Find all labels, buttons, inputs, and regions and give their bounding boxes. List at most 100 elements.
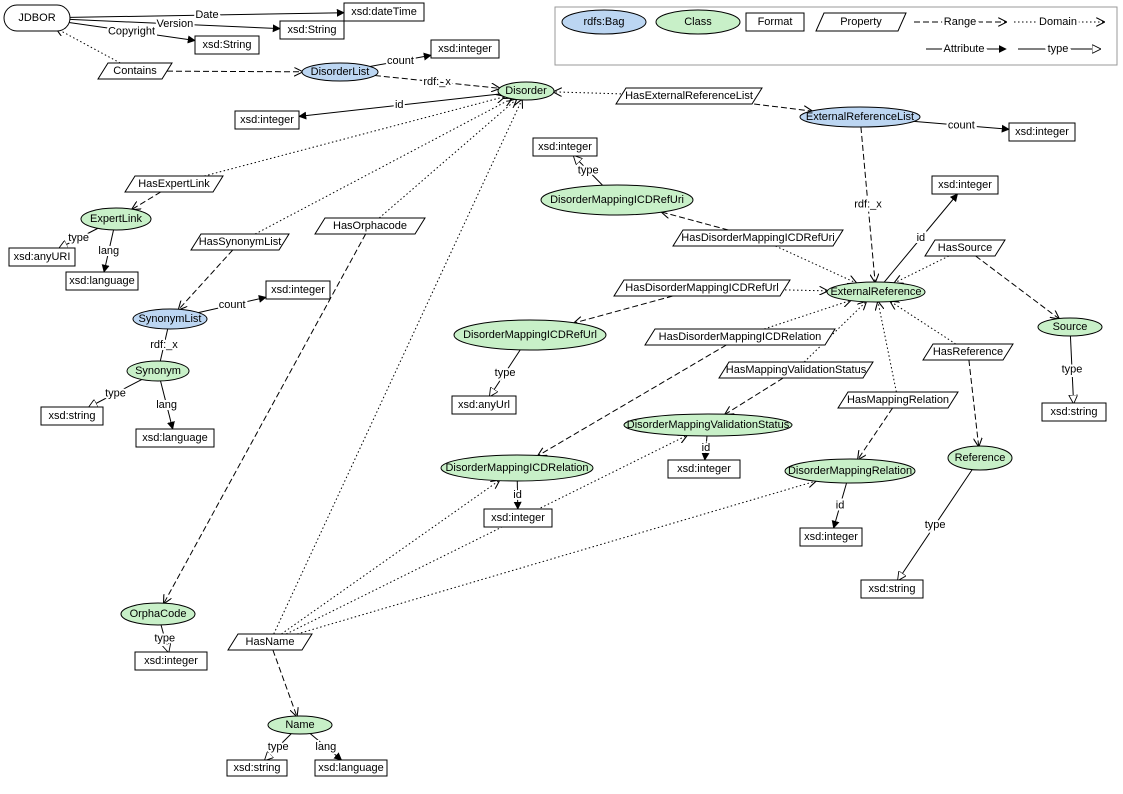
node-format: xsd:integer [799,527,863,547]
node-label-hasmvstatus: HasMappingValidationStatus [726,364,867,376]
legend-property-label: Property [840,16,882,28]
edge-label: rdf:_x [854,199,882,211]
edge-label: type [268,741,289,753]
edge-label: rdf:_x [150,339,178,351]
node-start: JDBOR [3,4,71,32]
node-label-xsd-anyuri: xsd:anyURI [14,251,71,263]
edge-attribute [67,21,196,44]
node-label-xsd-int-icdrel: xsd:integer [491,512,545,524]
edge-domain [378,99,516,219]
node-format: xsd:integer [931,175,999,195]
node-shape-disorderlist [301,62,379,82]
node-label-xsd-int-vs: xsd:integer [677,463,731,475]
node-format: xsd:anyUrl [451,395,517,415]
edge-domain [878,302,897,393]
node-label-hasdmurl: HasDisorderMappingICDRefUrl [625,282,778,294]
edge-attribute [913,120,1010,133]
node-label-hassynonymlist: HasSynonymList [199,236,282,248]
node-shape-xsd-int-uritype [532,137,598,157]
edge-label: lang [156,399,177,411]
edge-domain [204,97,504,177]
edge-type [574,156,603,186]
edge-range [374,75,499,89]
node-label-disorder: Disorder [505,85,547,97]
node-shape-contains [97,62,173,80]
edge-range [272,649,297,716]
edge-range [754,103,812,111]
legend-bag-label: rdfs:Bag [584,16,625,28]
node-class: OrphaCode [120,602,196,626]
edge-range [132,191,162,209]
edge-label: type [105,387,126,399]
node-class: Name [267,715,333,735]
node-format: xsd:language [65,271,139,291]
node-format: xsd:integer [430,39,500,59]
node-property: HasExternalReferenceList [615,87,763,105]
node-shape-externalreferencelist [799,106,921,128]
legend-bag-swatch [561,9,647,35]
edge-label: id [702,442,711,454]
node-shape-reference [947,445,1013,471]
legend-attribute-label: Attribute [944,43,985,55]
node-shape-xsd-string-src [1041,402,1107,422]
node-label-xsd-int-uritype: xsd:integer [538,141,592,153]
node-property: HasDisorderMappingICDRefUrl [613,279,791,297]
node-bag: SynonymList [132,308,208,330]
node-format: xsd:integer [483,508,553,528]
node-shape-name [267,715,333,735]
node-shape-xsd-string-name [226,759,288,777]
node-shape-hasdmrelation [644,328,836,346]
node-label-hasdmrelation: HasDisorderMappingICDRelation [659,331,822,343]
node-shape-xsd-string-copyright [194,35,260,55]
edge-label: id [836,499,845,511]
node-class: Disorder [497,81,555,101]
edge-attribute [883,193,959,283]
edge-label: type [495,367,516,379]
node-label-hassource: HasSource [938,242,992,254]
edge-domain [56,29,121,64]
node-shape-xsd-anyurl [451,395,517,415]
node-label-xsd-string-src: xsd:string [1050,406,1097,418]
node-label-xsd-language-el: xsd:language [69,275,134,287]
edge-range [179,249,234,309]
node-shape-xsd-language-el [65,271,139,291]
node-label-hasorphacode: HasOrphacode [333,220,407,232]
node-label-externalreferencelist: ExternalReferenceList [806,111,914,123]
node-shape-xsd-string-ref [860,579,924,599]
edge-plain [159,328,169,362]
node-shape-hasexpertlink [124,175,224,193]
node-class: Synonym [126,360,190,382]
edges: DateVersionCopyrightcountrdf:_xidcountrd… [56,7,1084,760]
node-shape-xsd-datetime [343,2,425,22]
node-shape-xsd-anyuri [8,247,76,267]
edge-attribute [831,482,848,529]
node-property: HasExpertLink [124,175,224,193]
node-format: xsd:string [1041,402,1107,422]
node-label-dmicdrel: DisorderMappingICDRelation [445,462,588,474]
node-shape-orphacode [120,602,196,626]
node-label-xsd-datetime: xsd:dateTime [351,6,417,18]
edge-label: lang [315,741,336,753]
edge-range [164,233,367,603]
node-shape-xsd-string-version [279,20,345,40]
node-label-expertlink: ExpertLink [90,213,142,225]
edge-label: count [219,299,246,311]
node-format: xsd:language [314,759,388,777]
node-shape-synonymlist [132,308,208,330]
edge-attribute [160,380,175,430]
node-label-reference: Reference [955,452,1006,464]
node-shape-dmicdrel [440,454,594,482]
node-label-dmuri: DisorderMappingICDRefUri [550,194,684,206]
legend-range-label: Range [944,16,976,28]
legend: rdfs:Bag Class Format Property Range Dom… [554,6,1118,66]
node-shape-xsd-language-syn [135,428,215,448]
node-property: Contains [97,62,173,80]
node-shape-xsd-int-erlcount [1008,122,1076,142]
node-shape-dmvstatus [623,413,793,437]
node-format: xsd:anyURI [8,247,76,267]
node-format: xsd:string [40,406,104,426]
node-format: xsd:integer [265,280,331,300]
node-property: HasReference [922,343,1014,361]
